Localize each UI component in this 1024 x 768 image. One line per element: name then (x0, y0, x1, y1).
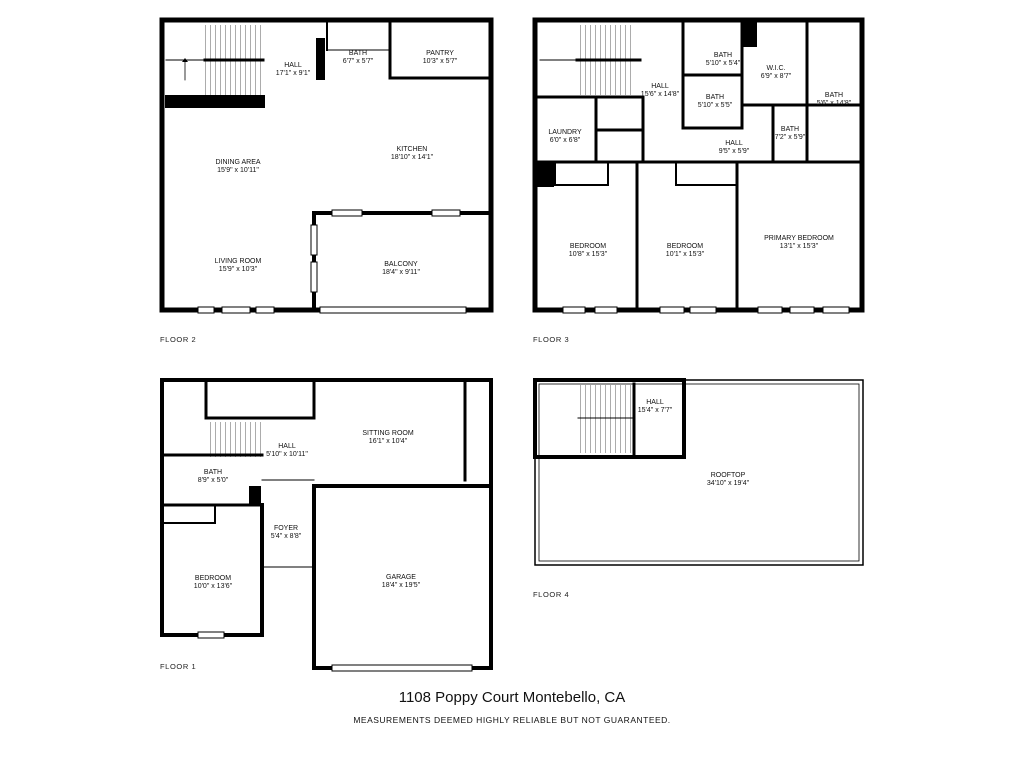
room-name: SITTING ROOM (362, 430, 414, 437)
room-name: LAUNDRY (548, 129, 582, 136)
room-name: KITCHEN (397, 146, 428, 153)
floor-2-labels: HALL 17'1" x 9'1" BATH 6'7" x 5'7" PANTR… (215, 50, 458, 276)
room-size: 15'4" x 7'7" (638, 407, 673, 414)
room-name: BALCONY (384, 261, 418, 268)
room-name: HALL (284, 62, 302, 69)
room-name: BATH (204, 469, 222, 476)
room-name: ROOFTOP (711, 472, 746, 479)
floor-3-plan (532, 17, 865, 314)
room-size: 5'6" x 14'8" (817, 100, 852, 107)
room-size: 7'2" x 5'9" (775, 134, 806, 141)
measurement-disclaimer: MEASUREMENTS DEEMED HIGHLY RELIABLE BUT … (353, 715, 671, 725)
room-name: HALL (646, 399, 664, 406)
room-name: BATH (781, 126, 799, 133)
room-name: HALL (725, 140, 743, 147)
floor-4-labels: HALL 15'4" x 7'7" ROOFTOP 34'10" x 19'4" (638, 399, 750, 487)
room-size: 5'10" x 10'11" (266, 451, 308, 458)
room-size: 10'0" x 13'6" (194, 583, 233, 590)
room-name: W.I.C. (766, 65, 785, 72)
floor-3-label: FLOOR 3 (533, 335, 570, 344)
room-size: 8'9" x 5'0" (198, 477, 229, 484)
room-name: BATH (349, 50, 367, 57)
room-size: 5'10" x 5'4" (706, 60, 741, 67)
floor-3-labels: HALL 15'6" x 14'8" BATH 5'10" x 5'4" W.I… (548, 52, 851, 258)
room-name: BATH (825, 92, 843, 99)
floor-1-plan (160, 378, 493, 672)
room-name: PRIMARY BEDROOM (764, 235, 834, 242)
room-size: 16'1" x 10'4" (369, 438, 408, 445)
room-size: 15'9" x 10'3" (219, 266, 258, 273)
room-size: 18'4" x 19'5" (382, 582, 421, 589)
room-name: GARAGE (386, 574, 416, 581)
room-size: 10'1" x 15'3" (666, 251, 705, 258)
room-name: LIVING ROOM (215, 258, 262, 265)
room-name: DINING AREA (215, 159, 260, 166)
room-name: BEDROOM (667, 243, 703, 250)
room-size: 6'0" x 6'8" (550, 137, 581, 144)
floor-4-plan (533, 378, 864, 566)
room-size: 10'8" x 15'3" (569, 251, 608, 258)
room-name: BEDROOM (195, 575, 231, 582)
room-size: 15'6" x 14'8" (641, 91, 680, 98)
room-size: 10'3" x 5'7" (423, 58, 458, 65)
property-address: 1108 Poppy Court Montebello, CA (398, 689, 626, 706)
room-size: 5'4" x 8'8" (271, 533, 302, 540)
room-size: 18'4" x 9'11" (382, 269, 420, 276)
floor-4-label: FLOOR 4 (533, 590, 570, 599)
room-size: 6'9" x 8'7" (761, 73, 792, 80)
room-name: HALL (278, 443, 296, 450)
room-name: BEDROOM (570, 243, 606, 250)
floor-2-plan (159, 17, 494, 314)
room-size: 13'1" x 15'3" (780, 243, 819, 250)
room-size: 15'9" x 10'11" (217, 167, 259, 174)
room-name: FOYER (274, 525, 298, 532)
room-size: 34'10" x 19'4" (707, 480, 750, 487)
room-name: BATH (714, 52, 732, 59)
room-size: 17'1" x 9'1" (276, 70, 311, 77)
room-name: BATH (706, 94, 724, 101)
room-name: HALL (651, 83, 669, 90)
floor-2-label: FLOOR 2 (160, 335, 197, 344)
room-size: 5'10" x 5'5" (698, 102, 733, 109)
floor-1-label: FLOOR 1 (160, 662, 197, 671)
room-name: PANTRY (426, 50, 454, 57)
floor-1-labels: HALL 5'10" x 10'11" SITTING ROOM 16'1" x… (194, 430, 421, 590)
room-size: 18'10" x 14'1" (391, 154, 434, 161)
room-size: 9'5" x 5'9" (719, 148, 750, 155)
room-size: 6'7" x 5'7" (343, 58, 374, 65)
